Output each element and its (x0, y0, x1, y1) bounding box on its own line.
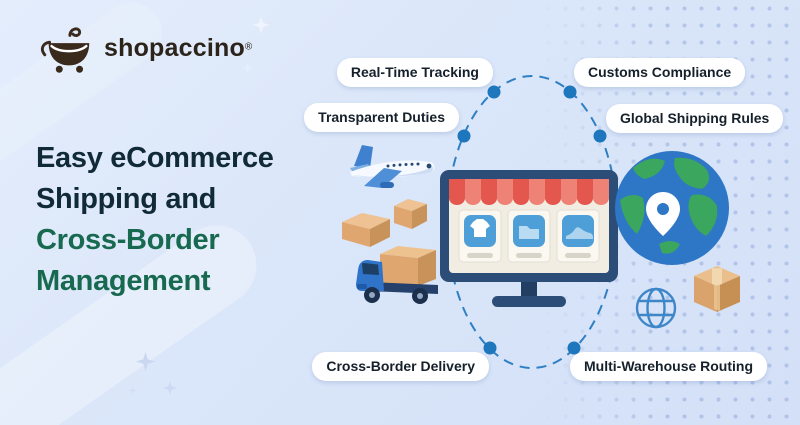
title-line: Easy eCommerce (36, 142, 274, 174)
badge-multi-warehouse-routing: Multi-Warehouse Routing (570, 352, 768, 381)
sparkle-icon (136, 352, 155, 371)
page-title: Easy eCommerce Shipping and Cross-Border… (36, 138, 274, 302)
title-line: Cross-Border (36, 224, 220, 256)
sparkle-icon (163, 381, 177, 395)
product-card (458, 209, 502, 263)
delivery-truck-icon (356, 246, 438, 304)
globe-location-icon (615, 151, 729, 265)
globe-continents (620, 157, 718, 254)
badge-customs-compliance: Customs Compliance (574, 58, 746, 87)
title-line: Shipping and (36, 183, 217, 215)
title-line: Management (36, 265, 211, 297)
storefront-monitor-icon (440, 170, 618, 307)
product-card (507, 209, 551, 263)
parcel-box-icon (342, 213, 390, 247)
badge-global-shipping-rules: Global Shipping Rules (606, 104, 784, 133)
badge-cross-border-delivery: Cross-Border Delivery (312, 352, 489, 381)
shopaccino-logo: shopaccino® (38, 22, 252, 74)
sparkle-icon (242, 62, 253, 73)
package-box-icon (694, 266, 740, 312)
product-card (556, 209, 600, 263)
registered-mark: ® (244, 41, 253, 53)
badge-transparent-duties: Transparent Duties (304, 103, 459, 132)
airplane-icon (350, 145, 435, 188)
badge-real-time-tracking: Real-Time Tracking (336, 58, 493, 87)
parcel-box-icon (394, 199, 427, 229)
sparkle-icon (128, 386, 137, 395)
brand-name: shopaccino (104, 33, 245, 62)
wireframe-globe-icon (635, 287, 677, 329)
coffee-cart-logo-icon (40, 27, 90, 73)
sparkle-icon (252, 16, 270, 34)
